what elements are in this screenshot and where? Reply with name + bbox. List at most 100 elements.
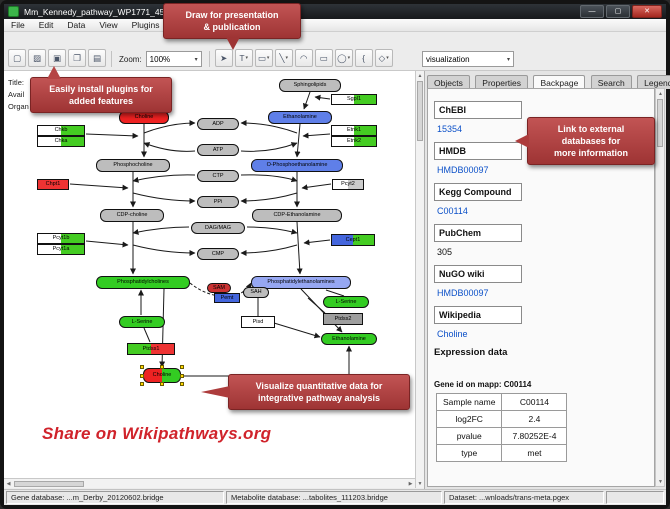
open-folder-button[interactable]: ▨: [28, 49, 46, 67]
choline-selected-node[interactable]: Choline: [143, 368, 181, 383]
sam-node[interactable]: SAM: [207, 283, 231, 293]
selection-handle[interactable]: [180, 365, 184, 369]
ethanolamine-bottom-node[interactable]: Ethanolamine: [321, 333, 377, 345]
selection-handle[interactable]: [140, 382, 144, 386]
l-serine-right-node[interactable]: L-Serine: [323, 296, 369, 308]
etnk1-node[interactable]: Etnk1: [331, 125, 377, 136]
tab-objects[interactable]: Objects: [427, 75, 470, 89]
template-tool-button[interactable]: ◇▾: [374, 49, 393, 67]
pathway-edge[interactable]: [132, 226, 190, 235]
pisd-node[interactable]: Pisd: [241, 316, 275, 328]
pathway-edge[interactable]: [85, 132, 139, 139]
pathway-edge[interactable]: [240, 244, 298, 256]
chkb-node[interactable]: Chkb: [37, 125, 85, 136]
wikipedia-link[interactable]: Choline: [437, 329, 468, 339]
new-file-button[interactable]: ▢: [8, 49, 26, 67]
pathway-edge[interactable]: [85, 240, 129, 248]
pcyt1b-node[interactable]: Pcyt1b: [37, 233, 85, 244]
ethanolamine-top-node[interactable]: Ethanolamine: [268, 111, 332, 124]
pathway-edge[interactable]: [143, 142, 196, 152]
pathway-edge[interactable]: [307, 297, 326, 314]
visualization-select[interactable]: visualization ▾: [422, 51, 514, 67]
ctp-node[interactable]: CTP: [197, 170, 239, 182]
select-tool-button[interactable]: ➤: [214, 49, 233, 67]
rectangle-tool-button[interactable]: ▭: [314, 49, 333, 67]
arc-tool-button[interactable]: ◠: [294, 49, 313, 67]
scrollbar-thumb[interactable]: [14, 480, 84, 487]
tab-backpage[interactable]: Backpage: [533, 75, 586, 89]
etnk2-node[interactable]: Etnk2: [331, 136, 377, 147]
tab-properties[interactable]: Properties: [475, 75, 529, 89]
menu-edit[interactable]: Edit: [38, 20, 54, 30]
pathway-edge[interactable]: [240, 120, 298, 134]
chebi-link[interactable]: 15354: [437, 124, 463, 134]
title-bar[interactable]: Mm_Kennedy_pathway_WP1771_45176.gpml — ▢…: [4, 4, 666, 19]
line-tool-button[interactable]: ╲▾: [274, 49, 293, 67]
panel-scrollbar[interactable]: ▲ ▼: [655, 88, 665, 487]
cdp-ethanolamine-node[interactable]: CDP-Ethanolamine: [252, 209, 342, 222]
sah-node[interactable]: SAH: [243, 287, 269, 298]
selection-handle[interactable]: [180, 373, 184, 378]
menu-data[interactable]: Data: [67, 20, 86, 30]
menu-view[interactable]: View: [99, 20, 118, 30]
chpt1-node[interactable]: Chpt1: [37, 179, 69, 190]
pemt-node[interactable]: Pemt: [214, 293, 240, 303]
pathway-edge[interactable]: [132, 244, 196, 256]
paste-button[interactable]: ▤: [88, 49, 106, 67]
scroll-up-icon[interactable]: ▲: [417, 72, 423, 79]
cept1-node[interactable]: Cept1: [331, 234, 375, 246]
pathway-edge[interactable]: [132, 192, 196, 204]
pathway-edge[interactable]: [143, 327, 151, 343]
pathway-edge[interactable]: [143, 120, 196, 134]
pathway-edge[interactable]: [294, 123, 301, 158]
ptdss2-node[interactable]: Ptdss2: [323, 313, 363, 325]
menu-file[interactable]: File: [11, 20, 25, 30]
phosphatidylethanolamines-node[interactable]: Phosphatidylethanolamines: [251, 276, 351, 289]
selection-handle[interactable]: [140, 365, 144, 369]
pcyt2-node[interactable]: Pcyt2: [332, 179, 364, 190]
scroll-up-icon[interactable]: ▲: [658, 90, 663, 97]
sgpl1-node[interactable]: Sgpl1: [331, 94, 377, 105]
label-tool-button[interactable]: T▾: [234, 49, 253, 67]
pathway-edge[interactable]: [132, 174, 196, 183]
pathway-edge[interactable]: [325, 289, 345, 297]
nugo-wiki-link[interactable]: HMDB00097: [437, 288, 489, 298]
scroll-down-icon[interactable]: ▼: [658, 478, 663, 485]
datanode-tool-button[interactable]: ▭▾: [254, 49, 273, 67]
tab-legend[interactable]: Legend: [637, 75, 670, 89]
maximize-button[interactable]: ▢: [606, 5, 630, 18]
pathway-edge[interactable]: [246, 226, 298, 235]
scroll-down-icon[interactable]: ▼: [417, 480, 423, 487]
tab-search[interactable]: Search: [590, 75, 632, 89]
scrollbar-thumb[interactable]: [657, 99, 663, 147]
ppi-node[interactable]: PPi: [197, 196, 239, 208]
close-button[interactable]: ✕: [632, 5, 662, 18]
pathway-edge[interactable]: [303, 91, 311, 110]
adp-node[interactable]: ADP: [197, 118, 239, 130]
menu-plugins[interactable]: Plugins: [131, 20, 160, 30]
kegg-compound-link[interactable]: C00114: [437, 206, 468, 216]
hmdb-link[interactable]: HMDB00097: [437, 165, 489, 175]
o-phosphoethanolamine-node[interactable]: O-Phosphoethanolamine: [251, 159, 343, 172]
pathway-edge[interactable]: [296, 221, 303, 275]
scrollbar-thumb[interactable]: [417, 81, 423, 141]
brace-tool-button[interactable]: {: [354, 49, 373, 67]
chka-node[interactable]: Chka: [37, 136, 85, 147]
phosphatidylcholines-node[interactable]: Phosphatidylcholines: [96, 276, 190, 289]
l-serine-left-node[interactable]: L-Serine: [119, 316, 165, 328]
selection-handle[interactable]: [160, 382, 164, 386]
scroll-right-icon[interactable]: ▶: [408, 480, 413, 487]
pathway-edge[interactable]: [189, 282, 252, 297]
phosphocholine-node[interactable]: Phosphocholine: [96, 159, 170, 172]
selection-handle[interactable]: [140, 373, 144, 378]
pathway-edge[interactable]: [69, 183, 129, 191]
pathway-edge[interactable]: [273, 322, 321, 339]
pathway-edge[interactable]: [240, 174, 298, 183]
zoom-select[interactable]: 100% ▾: [145, 51, 202, 67]
cdp-choline-node[interactable]: CDP-choline: [100, 209, 164, 222]
canvas-horizontal-scrollbar[interactable]: ◀ ▶: [4, 478, 415, 488]
pcyt1a-node[interactable]: Pcyt1a: [37, 244, 85, 255]
selection-handle[interactable]: [180, 382, 184, 386]
sphingolipids-node[interactable]: Sphingolipids: [279, 79, 341, 92]
ptdss1-node[interactable]: Ptdss1: [127, 343, 175, 355]
